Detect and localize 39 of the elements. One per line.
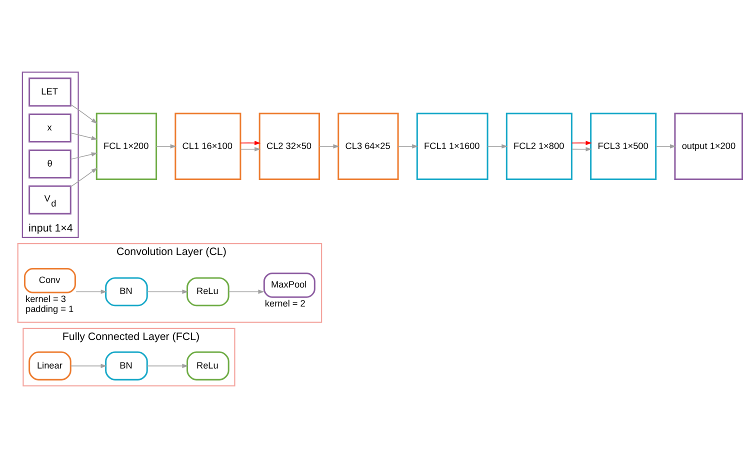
- node-box: MaxPool: [263, 272, 316, 298]
- arrow: [70, 363, 107, 368]
- node-box: CL2 32×50: [258, 112, 320, 180]
- node-box: FCL3 1×500: [590, 112, 657, 180]
- arrow: [70, 152, 98, 160]
- node-box: FCL2 1×800: [506, 112, 572, 180]
- arrow: [240, 146, 261, 151]
- node-box: FCL 1×200: [96, 112, 158, 180]
- arrow: [487, 144, 508, 148]
- node-box: CL1 16×100: [174, 112, 242, 180]
- arrow: [572, 140, 592, 145]
- node-box: output 1×200: [674, 112, 744, 180]
- arrow: [70, 132, 98, 140]
- arrow: [70, 104, 98, 124]
- node-box: ReLu: [186, 350, 230, 380]
- arrow: [146, 363, 188, 368]
- node-box: BN: [105, 276, 148, 306]
- node-label: kernel = 2: [264, 298, 306, 308]
- node-box: Linear: [28, 350, 72, 380]
- node-box: BN: [105, 350, 148, 380]
- arrow: [572, 146, 592, 151]
- node-label: kernel = 3: [25, 294, 66, 304]
- arrow: [319, 144, 340, 148]
- node-box: θ: [28, 148, 72, 178]
- arrow: [156, 144, 176, 148]
- node-box: CL3 64×25: [338, 112, 399, 180]
- node-box: FCL1 1×1600: [416, 112, 488, 180]
- arrow: [70, 167, 98, 187]
- arrow: [240, 140, 261, 145]
- arrow: [146, 289, 188, 294]
- node-box: LET: [28, 77, 72, 106]
- node-label: padding = 1: [25, 304, 74, 314]
- arrow: [76, 289, 107, 294]
- node-box: x: [28, 113, 72, 142]
- node-box: ReLu: [186, 276, 230, 306]
- arrow: [656, 144, 676, 148]
- node-box: Conv: [24, 268, 76, 293]
- arrow: [228, 289, 264, 294]
- arrow: [398, 144, 418, 148]
